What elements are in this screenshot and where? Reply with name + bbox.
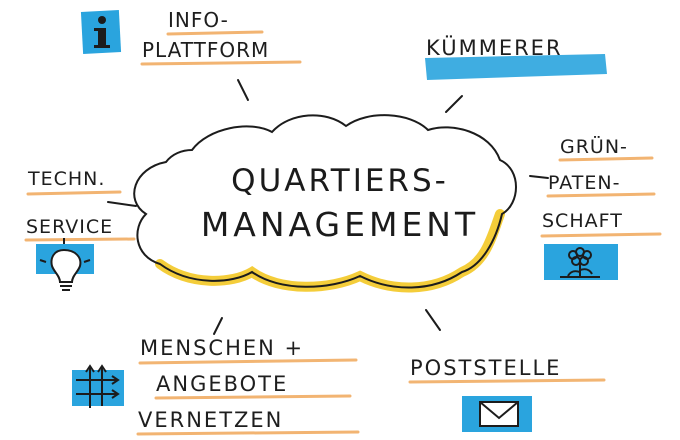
techn-label-line2: SERVICE (26, 216, 114, 238)
info-label-line1: INFO- (168, 8, 229, 32)
connector-techn (107, 201, 137, 207)
connector-info (237, 79, 249, 101)
kuemmerer-label: KÜMMERER (426, 36, 563, 60)
gruen-label-line3: SCHAFT (542, 210, 623, 232)
info-icon (94, 16, 110, 48)
kuemmerer-highlight (425, 54, 607, 80)
post-label: POSTSTELLE (410, 356, 562, 380)
network-icon (76, 364, 120, 408)
gruen-label-line1: GRÜN- (560, 136, 628, 158)
connector-menschen (213, 317, 223, 335)
connector-kuemmerer (445, 95, 463, 113)
techn-label-line1: TECHN. (28, 168, 106, 190)
center-title-line2: MANAGEMENT (200, 205, 480, 244)
envelope-icon (479, 401, 519, 427)
central-cloud (133, 114, 517, 289)
connector-post (425, 309, 441, 331)
lightbulb-icon (39, 238, 91, 291)
info-label-line2: PLATTFORM (142, 38, 270, 62)
gruen-label-line2: PATEN- (548, 172, 621, 194)
menschen-label-line1: MENSCHEN + (140, 336, 305, 360)
menschen-label-line2: ANGEBOTE (156, 372, 289, 396)
network-icon-highlight (72, 370, 124, 406)
center-title-line1: QUARTIERS- (231, 163, 449, 199)
menschen-label-line3: VERNETZEN (138, 408, 284, 432)
connector-gruen (529, 175, 549, 179)
flower-icon (560, 247, 600, 278)
connectors (107, 79, 549, 335)
underlines (24, 30, 662, 436)
